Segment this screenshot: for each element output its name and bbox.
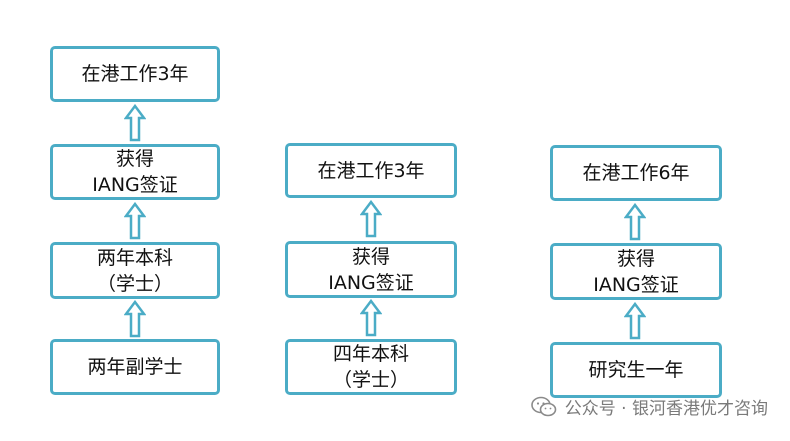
up-arrow-icon bbox=[124, 104, 146, 142]
box-text: 获得 bbox=[616, 247, 655, 270]
col3-box-2: 研究生一年 bbox=[550, 342, 722, 398]
up-arrow-icon bbox=[624, 302, 646, 340]
box-text: 获得 bbox=[115, 148, 154, 170]
watermark: 公众号 · 银河香港优才咨询 bbox=[530, 394, 768, 419]
col1-box-2: 两年本科 （学士） bbox=[50, 242, 220, 299]
col1-box-3: 两年副学士 bbox=[50, 339, 220, 395]
box-text: IANG签证 bbox=[328, 271, 414, 294]
up-arrow-icon bbox=[360, 200, 382, 238]
col3-box-0: 在港工作6年 bbox=[550, 145, 722, 201]
up-arrow-icon bbox=[124, 202, 146, 240]
box-text: IANG签证 bbox=[593, 273, 679, 296]
wechat-icon bbox=[530, 396, 557, 418]
up-arrow-icon bbox=[624, 203, 646, 241]
col2-box-2: 四年本科 （学士） bbox=[285, 339, 457, 395]
box-text: （学士） bbox=[332, 369, 409, 391]
box-text: 两年本科 bbox=[96, 246, 173, 269]
box-text: （学士） bbox=[96, 272, 173, 295]
col2-box-0: 在港工作3年 bbox=[285, 143, 457, 198]
box-text: 在港工作3年 bbox=[317, 159, 425, 182]
box-text: IANG签证 bbox=[92, 174, 178, 196]
box-text: 在港工作3年 bbox=[81, 63, 189, 85]
box-text: 两年副学士 bbox=[87, 356, 183, 378]
col3-box-1: 获得 IANG签证 bbox=[550, 243, 722, 300]
box-text: 在港工作6年 bbox=[582, 162, 690, 184]
col2-box-1: 获得 IANG签证 bbox=[285, 241, 457, 298]
up-arrow-icon bbox=[360, 299, 382, 337]
box-text: 研究生一年 bbox=[588, 359, 684, 381]
watermark-text: 公众号 · 银河香港优才咨询 bbox=[564, 399, 768, 419]
box-text: 获得 bbox=[351, 245, 390, 268]
box-text: 四年本科 bbox=[332, 343, 409, 365]
col1-box-0: 在港工作3年 bbox=[50, 46, 220, 102]
col1-box-1: 获得 IANG签证 bbox=[50, 144, 220, 200]
up-arrow-icon bbox=[124, 300, 146, 338]
